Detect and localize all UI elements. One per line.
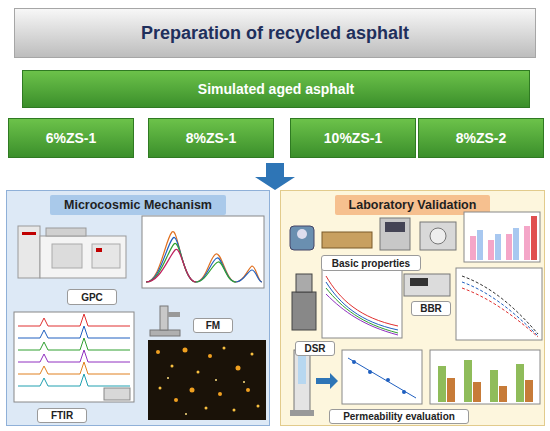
node-label: 10%ZS-1 [324,130,382,146]
title-band: Preparation of recycled asphalt [14,8,536,58]
method-tag: GPC [67,289,117,305]
node-label: 8%ZS-2 [456,130,507,146]
flow-arrow [255,163,295,190]
method-tag: Basic properties [321,255,421,271]
node-label: FM [206,320,220,331]
node-label: BBR [420,303,442,314]
section-panel: Microcosmic MechanismGPC FTIR FM [6,190,270,426]
sample-box: 6%ZS-1 [8,118,134,158]
node-label: Permeability evaluation [343,411,455,422]
node-label: 8%ZS-1 [186,130,237,146]
sample-box: 10%ZS-1 [290,118,416,158]
method-tag: FM [193,318,233,333]
method-tag: BBR [411,301,451,316]
panel-heading: Microcosmic Mechanism [50,195,226,215]
node-label: Preparation of recycled asphalt [141,23,409,44]
node-label: GPC [81,292,103,303]
node-label: FTIR [51,410,73,421]
node-label: DSR [304,343,325,354]
method-tag: FTIR [37,408,87,423]
section-panel: Laboratory ValidationBasic propertiesDSR… [280,190,545,426]
flow-arrow-part [255,163,295,190]
stage-band: Simulated aged asphalt [22,70,530,108]
method-tag: Permeability evaluation [329,409,469,424]
node-label: 6%ZS-1 [46,130,97,146]
node-label: Simulated aged asphalt [198,81,354,97]
sample-box: 8%ZS-1 [148,118,274,158]
panel-heading: Laboratory Validation [335,195,491,215]
method-tag: DSR [295,341,335,356]
node-label: Basic properties [332,258,410,269]
sample-box: 8%ZS-2 [418,118,544,158]
